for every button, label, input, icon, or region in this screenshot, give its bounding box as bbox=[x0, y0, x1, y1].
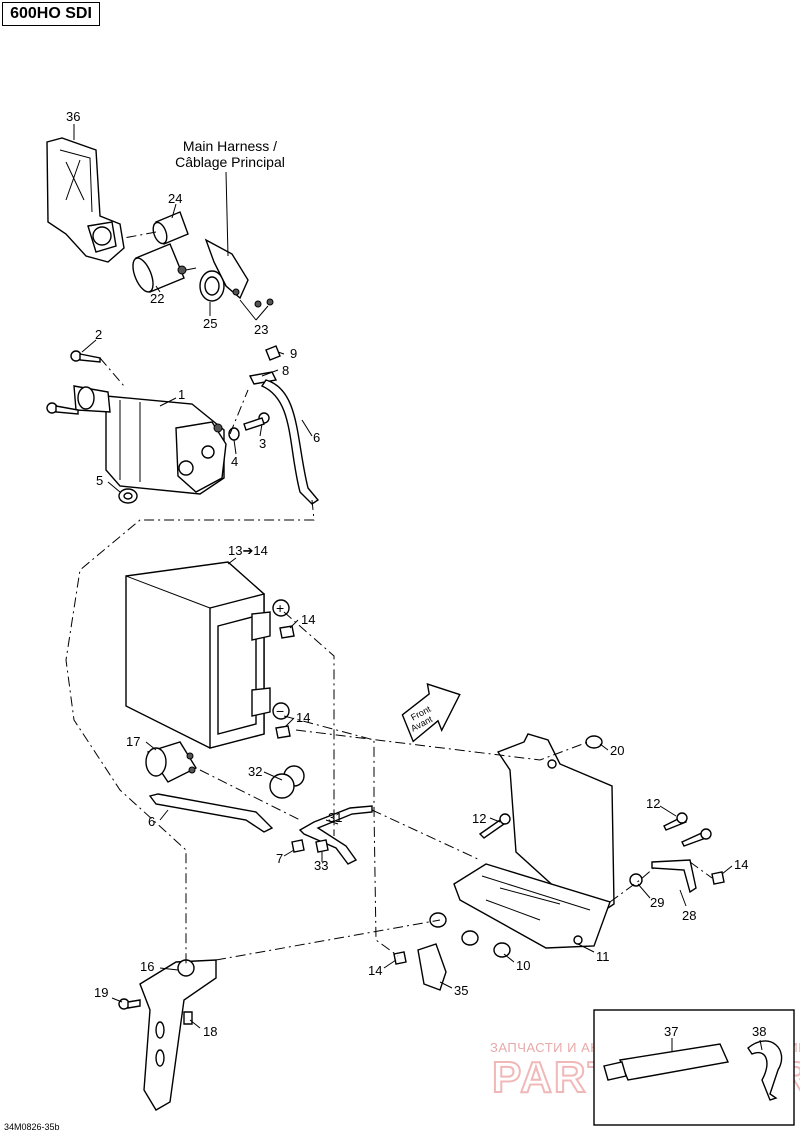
bolt-3 bbox=[243, 412, 270, 431]
model-title: 600HO SDI bbox=[2, 2, 100, 26]
harness-label-line2: Câblage Principal bbox=[175, 154, 285, 170]
callout-3: 3 bbox=[259, 436, 266, 451]
starter-motor-1 bbox=[73, 385, 227, 495]
battery-tray-11 bbox=[453, 733, 615, 949]
harness-connector bbox=[204, 238, 274, 308]
bolt-12a bbox=[478, 813, 511, 839]
mounting-bracket-36 bbox=[46, 137, 125, 263]
boot-35 bbox=[417, 943, 447, 991]
cap-32 bbox=[269, 765, 305, 799]
starter-cable-6 bbox=[260, 379, 320, 505]
callout-14a: 14 bbox=[301, 612, 315, 627]
battery-13 bbox=[125, 561, 271, 749]
callout-13: 13➔14 bbox=[228, 543, 268, 558]
callout-6b: 6 bbox=[148, 814, 155, 829]
nut-9 bbox=[265, 345, 281, 361]
nut-29 bbox=[629, 873, 643, 887]
harness-label-line1: Main Harness / bbox=[183, 138, 277, 154]
cable-31 bbox=[298, 805, 373, 865]
callout-19: 19 bbox=[94, 985, 108, 1000]
bolt-12b bbox=[663, 812, 688, 831]
callout-20: 20 bbox=[610, 743, 624, 758]
bolt-12c bbox=[681, 828, 712, 847]
callout-16: 16 bbox=[140, 959, 154, 974]
callout-18: 18 bbox=[203, 1024, 217, 1039]
callout-32: 32 bbox=[248, 764, 262, 779]
ground-cable-28 bbox=[651, 859, 697, 894]
bolt-2b bbox=[46, 402, 79, 415]
callout-14d: 14 bbox=[368, 963, 382, 978]
callout-9: 9 bbox=[290, 346, 297, 361]
callout-12a: 12 bbox=[472, 811, 486, 826]
nut-33 bbox=[315, 839, 329, 853]
callout-1: 1 bbox=[178, 387, 185, 402]
nut-14a bbox=[279, 625, 295, 639]
solenoid-22 bbox=[132, 243, 197, 293]
front-direction-arrow: Front Avant bbox=[401, 683, 461, 743]
cable-6b bbox=[148, 793, 274, 833]
callout-8: 8 bbox=[282, 363, 289, 378]
battery-negative-terminal: − bbox=[272, 702, 290, 720]
nut-7 bbox=[291, 839, 305, 853]
callout-7: 7 bbox=[276, 851, 283, 866]
callout-33: 33 bbox=[314, 858, 328, 873]
starter-solenoid-17 bbox=[145, 741, 197, 783]
bolt-19 bbox=[118, 998, 141, 1010]
callout-11: 11 bbox=[596, 949, 610, 964]
callout-23: 23 bbox=[254, 322, 268, 337]
callout-4: 4 bbox=[231, 454, 238, 469]
callout-6a: 6 bbox=[313, 430, 320, 445]
assembly-lines bbox=[65, 231, 713, 964]
callout-14c: 14 bbox=[734, 857, 748, 872]
leader-lines bbox=[73, 124, 763, 1052]
nut-14d bbox=[393, 951, 407, 965]
callout-5: 5 bbox=[96, 473, 103, 488]
callout-12b: 12 bbox=[646, 796, 660, 811]
plus-symbol: + bbox=[276, 600, 284, 616]
callout-36: 36 bbox=[66, 109, 80, 124]
bolt-18 bbox=[183, 1011, 193, 1025]
callout-37: 37 bbox=[664, 1024, 678, 1039]
battery-positive-terminal: + bbox=[272, 599, 290, 617]
bracket-16 bbox=[139, 959, 217, 1111]
callout-28: 28 bbox=[682, 908, 696, 923]
inset-box bbox=[593, 1009, 795, 1126]
minus-symbol: − bbox=[276, 703, 284, 719]
callout-29: 29 bbox=[650, 895, 664, 910]
callout-22: 22 bbox=[150, 291, 164, 306]
callout-31: 31 bbox=[328, 810, 342, 825]
callout-38: 38 bbox=[752, 1024, 766, 1039]
nut-14c bbox=[711, 871, 725, 885]
callout-17: 17 bbox=[126, 734, 140, 749]
callout-25: 25 bbox=[203, 316, 217, 331]
grommet-20 bbox=[585, 735, 603, 749]
ring-25 bbox=[199, 270, 225, 302]
callout-24: 24 bbox=[168, 191, 182, 206]
callout-14b: 14 bbox=[296, 710, 310, 725]
bolt-2 bbox=[70, 350, 101, 363]
callout-10: 10 bbox=[516, 958, 530, 973]
diagram-code: 34M0826-35b bbox=[4, 1122, 60, 1132]
washer-5 bbox=[118, 488, 138, 504]
rubber-boot-24 bbox=[152, 211, 189, 245]
callout-35: 35 bbox=[454, 983, 468, 998]
nut-14b bbox=[275, 725, 291, 739]
callout-2: 2 bbox=[95, 327, 102, 342]
